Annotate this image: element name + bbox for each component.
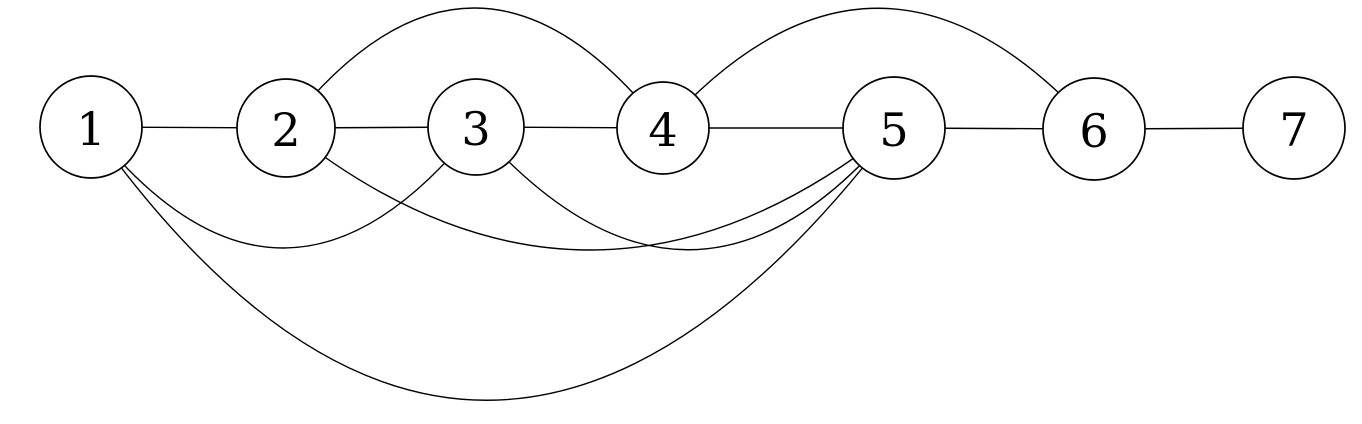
node-label: 7: [1279, 103, 1308, 157]
edge-1-5: [90, 126, 895, 401]
graph-node-2: 2: [236, 78, 336, 178]
node-circle: [39, 75, 143, 179]
node-label: 5: [879, 103, 908, 157]
edge-2-5: [285, 127, 895, 251]
node-circle: [616, 81, 710, 175]
graph-node-3: 3: [427, 78, 525, 176]
graph-node-5: 5: [842, 76, 946, 180]
node-label: 6: [1079, 104, 1108, 158]
edge-4-6: [662, 7, 1095, 130]
edge-3-5: [475, 126, 895, 251]
node-circle: [842, 76, 946, 180]
edge-2-4: [285, 7, 664, 129]
graph-node-7: 7: [1242, 76, 1346, 180]
node-label: 1: [76, 102, 105, 156]
node-circle: [236, 78, 336, 178]
graph-node-6: 6: [1042, 77, 1146, 181]
graph-node-1: 1: [39, 75, 143, 179]
node-label: 3: [461, 102, 490, 156]
node-circle: [1042, 77, 1146, 181]
node-circle: [427, 78, 525, 176]
node-label: 2: [271, 103, 300, 157]
edge-1-3: [90, 126, 477, 249]
graph-node-4: 4: [616, 81, 710, 175]
node-label: 4: [648, 103, 677, 157]
node-circle: [1242, 76, 1346, 180]
